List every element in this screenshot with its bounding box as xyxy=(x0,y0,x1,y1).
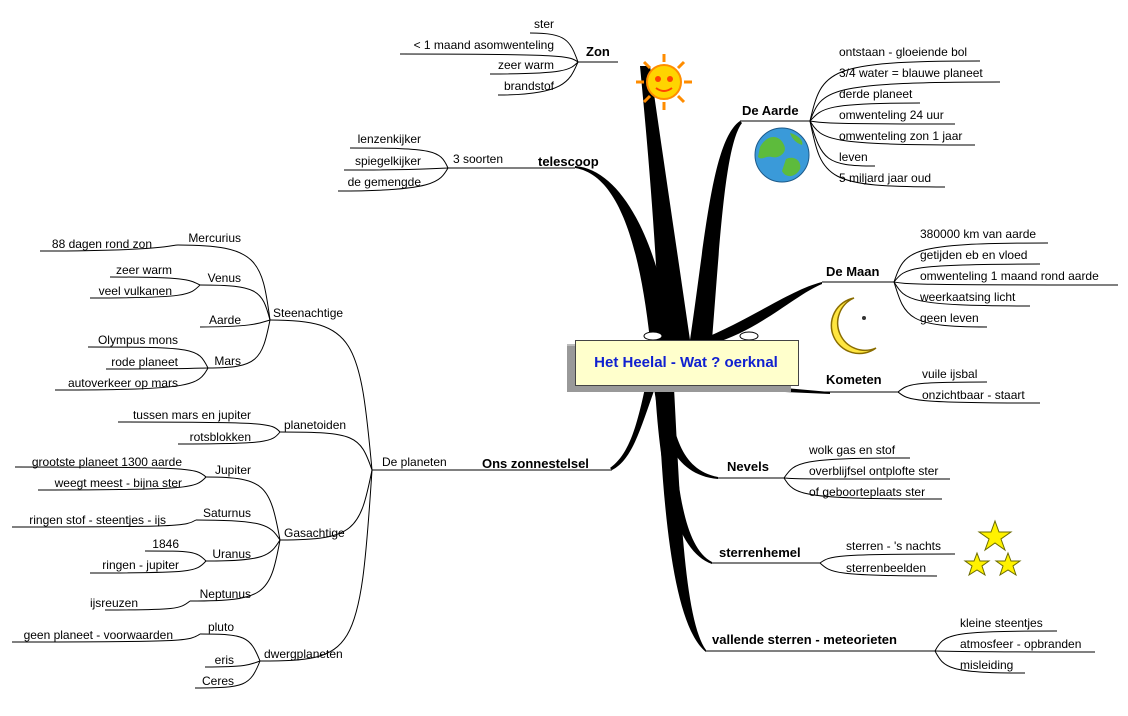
trunks xyxy=(575,66,830,652)
branch-lines xyxy=(11,32,1119,689)
planet-mars[interactable]: Mars xyxy=(214,354,241,368)
dwerg-eris[interactable]: eris xyxy=(214,653,234,667)
mars-item[interactable]: Olympus mons xyxy=(97,333,178,347)
steenachtige[interactable]: Steenachtige xyxy=(273,306,344,320)
jupiter-item[interactable]: grootste planeet 1300 aarde xyxy=(31,455,182,469)
stars-icon xyxy=(963,519,1022,577)
moon-icon xyxy=(830,297,877,355)
zon-item[interactable]: ster xyxy=(533,17,554,31)
zon-item[interactable]: brandstof xyxy=(503,79,554,93)
planetoiden-item[interactable]: tussen mars en jupiter xyxy=(132,408,251,422)
dwerg-ceres[interactable]: Ceres xyxy=(201,674,234,688)
nevels-item[interactable]: wolk gas en stof xyxy=(809,443,896,457)
earth-icon xyxy=(754,127,810,183)
topic-telescoop[interactable]: telescoop xyxy=(538,154,599,169)
maan-item[interactable]: weerkaatsing licht xyxy=(920,290,1016,304)
topic-kometen[interactable]: Kometen xyxy=(826,372,882,387)
mars-item[interactable]: rode planeet xyxy=(111,355,178,369)
de-planeten[interactable]: De planeten xyxy=(382,455,447,469)
topic-nevels[interactable]: Nevels xyxy=(727,459,769,474)
zon-item[interactable]: < 1 maand asomwenteling xyxy=(413,38,554,52)
topic-de-aarde[interactable]: De Aarde xyxy=(742,103,799,118)
central-topic-side xyxy=(567,344,575,384)
gasachtige[interactable]: Gasachtige xyxy=(284,526,345,540)
aarde-item[interactable]: derde planeet xyxy=(839,87,913,101)
planet-uranus[interactable]: Uranus xyxy=(212,547,251,561)
planet-neptunus[interactable]: Neptunus xyxy=(199,587,251,601)
planet-jupiter[interactable]: Jupiter xyxy=(214,463,251,477)
sun-icon xyxy=(636,54,692,110)
mars-item[interactable]: autoverkeer op mars xyxy=(67,376,178,390)
vallende-item[interactable]: misleiding xyxy=(960,658,1014,672)
maan-item[interactable]: 380000 km van aarde xyxy=(920,227,1037,241)
topic-zon[interactable]: Zon xyxy=(586,44,610,59)
uranus-item[interactable]: 1846 xyxy=(152,537,179,551)
topic-de-maan[interactable]: De Maan xyxy=(826,264,880,279)
telescoop-item[interactable]: spiegelkijker xyxy=(354,154,421,168)
venus-item[interactable]: zeer warm xyxy=(115,263,172,277)
uranus-item[interactable]: ringen - jupiter xyxy=(102,558,179,572)
zon-item[interactable]: zeer warm xyxy=(497,58,554,72)
central-topic[interactable]: Het Heelal - Wat ? oerknal xyxy=(563,336,799,388)
topic-sterrenhemel[interactable]: sterrenhemel xyxy=(719,545,801,560)
planet-mercurius[interactable]: Mercurius xyxy=(188,231,241,245)
dwerg-pluto[interactable]: pluto xyxy=(207,620,234,634)
aarde-item[interactable]: 5 miljard jaar oud xyxy=(839,171,932,185)
planet-saturnus[interactable]: Saturnus xyxy=(202,506,251,520)
venus-item[interactable]: veel vulkanen xyxy=(98,284,172,298)
planet-venus[interactable]: Venus xyxy=(207,271,241,285)
aarde-item[interactable]: omwenteling zon 1 jaar xyxy=(839,129,963,143)
nevels-item[interactable]: overblijfsel ontplofte ster xyxy=(809,464,939,478)
nevels-item[interactable]: of geboorteplaats ster xyxy=(809,485,926,499)
maan-item[interactable]: getijden eb en vloed xyxy=(920,248,1028,262)
saturnus-item[interactable]: ringen stof - steentjes - ijs xyxy=(29,513,166,527)
telescoop-sub[interactable]: 3 soorten xyxy=(453,152,504,166)
aarde-item[interactable]: ontstaan - gloeiende bol xyxy=(839,45,968,59)
planetoiden[interactable]: planetoiden xyxy=(284,418,347,432)
central-topic-title: Het Heelal - Wat ? oerknal xyxy=(594,353,778,371)
maan-item[interactable]: omwenteling 1 maand rond aarde xyxy=(920,269,1099,283)
telescoop-item[interactable]: lenzenkijker xyxy=(357,132,421,146)
mercurius-item[interactable]: 88 dagen rond zon xyxy=(51,237,152,251)
aarde-item[interactable]: 3/4 water = blauwe planeet xyxy=(839,66,983,80)
sterrenhemel-item[interactable]: sterren - 's nachts xyxy=(846,539,941,553)
dwergplaneten[interactable]: dwergplaneten xyxy=(264,647,343,661)
telescoop-item[interactable]: de gemengde xyxy=(347,175,421,189)
central-topic-box xyxy=(575,340,799,386)
vallende-item[interactable]: kleine steentjes xyxy=(960,616,1043,630)
aarde-item[interactable]: omwenteling 24 uur xyxy=(839,108,944,122)
sterrenhemel-item[interactable]: sterrenbeelden xyxy=(846,561,927,575)
pluto-item[interactable]: geen planeet - voorwaarden xyxy=(23,628,173,642)
planetoiden-item[interactable]: rotsblokken xyxy=(189,430,251,444)
topic-ons-zonnestelsel[interactable]: Ons zonnestelsel xyxy=(482,456,589,471)
planet-aarde[interactable]: Aarde xyxy=(208,313,241,327)
kometen-item[interactable]: onzichtbaar - staart xyxy=(922,388,1025,402)
vallende-item[interactable]: atmosfeer - opbranden xyxy=(960,637,1082,651)
maan-item[interactable]: geen leven xyxy=(920,311,979,325)
neptunus-item[interactable]: ijsreuzen xyxy=(89,596,138,610)
jupiter-item[interactable]: weegt meest - bijna ster xyxy=(54,476,182,490)
topic-vallende-sterren[interactable]: vallende sterren - meteorieten xyxy=(712,632,897,647)
kometen-item[interactable]: vuile ijsbal xyxy=(922,367,978,381)
aarde-item[interactable]: leven xyxy=(839,150,868,164)
